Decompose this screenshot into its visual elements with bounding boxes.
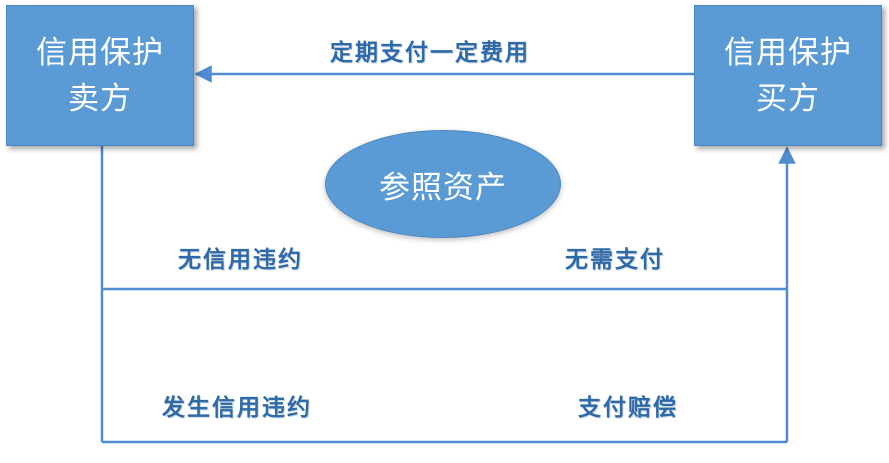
protection-seller-box: 信用保护 卖方 [6,5,194,146]
buyer-line2: 买方 [756,80,820,117]
periodic-fee-label: 定期支付一定费用 [330,39,530,66]
default-occurs-label: 发生信用违约 [162,394,312,421]
protection-buyer-box: 信用保护 买方 [694,5,882,146]
no-default-label: 无信用违约 [178,246,303,273]
buyer-line1: 信用保护 [724,34,852,71]
reference-asset-label: 参照资产 [379,169,507,206]
seller-line1: 信用保护 [36,34,164,71]
pay-compensation-label: 支付赔偿 [578,394,678,421]
no-payment-label: 无需支付 [565,246,665,273]
seller-line2: 卖方 [68,80,132,117]
reference-asset-ellipse: 参照资产 [325,130,561,238]
